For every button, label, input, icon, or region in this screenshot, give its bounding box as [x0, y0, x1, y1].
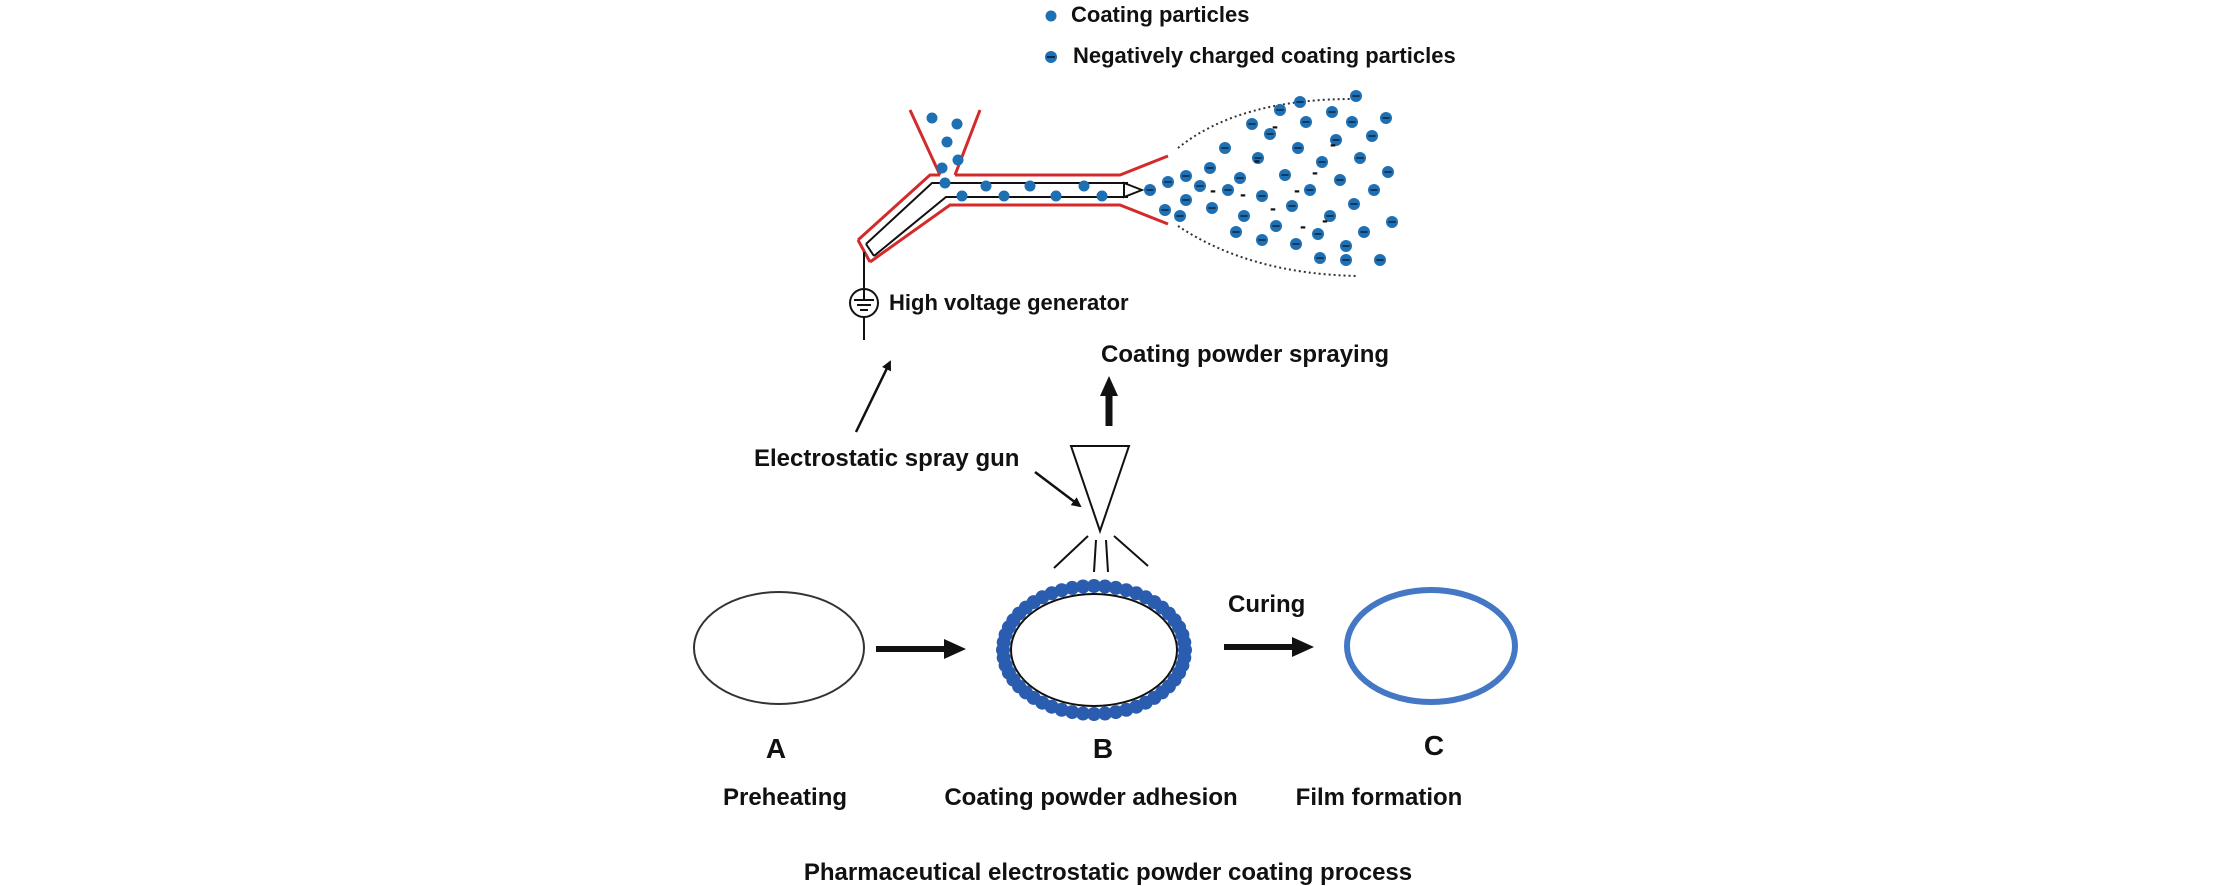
cloud-particles: ----------	[1144, 90, 1398, 266]
inner-channel-upper	[865, 182, 1128, 245]
generator-label: High voltage generator	[889, 290, 1129, 315]
legend-plain-particle-marker	[1045, 10, 1057, 22]
stage-b-letter: B	[1092, 733, 1114, 764]
gun-body-lower-outline	[869, 203, 1169, 264]
coating-particle	[926, 112, 938, 124]
coating-particle	[980, 180, 992, 192]
charge-symbol: -	[1300, 216, 1306, 236]
coating-particle	[1096, 190, 1108, 202]
legend-markers	[1045, 10, 1057, 63]
adhered-particle	[1076, 706, 1090, 721]
adhered-particle	[1108, 580, 1123, 595]
nozzle-tip	[1123, 181, 1145, 199]
charge-symbol: -	[1270, 198, 1276, 218]
legend-label-charged-particles: Negatively charged coating particles	[1073, 43, 1456, 68]
charge-symbol: -	[1240, 184, 1246, 204]
charge-symbol: -	[1330, 134, 1336, 154]
hopper-left-wall	[908, 109, 942, 176]
adhered-particle	[1087, 579, 1101, 593]
spray-cloud-outline	[1177, 97, 1359, 277]
coating-particle	[939, 177, 951, 189]
adhered-particle	[1076, 579, 1090, 594]
adhered-particle	[1177, 635, 1192, 650]
spray-gun-detail: ----------	[849, 90, 1398, 340]
spraying-label: Coating powder spraying	[1101, 341, 1390, 368]
stage-a-name: Preheating	[722, 784, 848, 811]
coating-particle	[941, 136, 953, 148]
adhered-particle	[1054, 583, 1069, 598]
gun-body-upper-outline	[856, 173, 940, 242]
legend-label-coating-particles: Coating particles	[1071, 2, 1250, 27]
coating-particle	[956, 190, 968, 202]
charge-symbol: -	[1272, 116, 1278, 136]
tablet-b-with-powder	[996, 579, 1192, 721]
tablet-c-film	[1344, 587, 1518, 705]
stage-b-name: Coating powder adhesion	[944, 784, 1238, 811]
coating-particle	[1050, 190, 1062, 202]
spraying-arrow	[1100, 376, 1118, 426]
coating-particle	[951, 118, 963, 130]
coating-particle	[952, 154, 964, 166]
spray-gun-cone	[1053, 445, 1149, 573]
stage-c-name: Film formation	[1295, 784, 1463, 811]
barrel-particles	[956, 180, 1108, 202]
arrow-to-spray-gun	[1034, 471, 1082, 508]
hopper-particles	[926, 112, 964, 189]
charge-symbol: -	[1322, 210, 1328, 230]
charge-symbol: -	[1294, 180, 1300, 200]
arrow-to-gun-detail	[854, 360, 892, 433]
coating-particle	[936, 162, 948, 174]
inner-channel-lower	[873, 196, 1128, 257]
adhered-particle	[1065, 705, 1080, 720]
charge-symbol: -	[1210, 180, 1216, 200]
curing-label: Curing	[1228, 591, 1306, 618]
gun-body-upper-barrel	[955, 154, 1169, 177]
coating-particle	[1024, 180, 1036, 192]
charge-symbol: -	[1312, 162, 1318, 182]
adhered-particle	[1119, 702, 1134, 717]
ground-symbol-icon	[849, 288, 879, 340]
adhered-particle	[1108, 705, 1123, 720]
coating-particle	[1078, 180, 1090, 192]
tablet-a-preheated	[693, 591, 865, 705]
adhered-particle	[1065, 580, 1080, 595]
adhered-particle	[1098, 579, 1112, 594]
arrow-b-to-c	[1224, 637, 1314, 657]
arrow-a-to-b	[876, 639, 966, 659]
diagram-title: Pharmaceutical electrostatic powder coat…	[803, 859, 1413, 886]
adhered-particle	[1087, 707, 1101, 721]
charge-symbol: -	[1254, 150, 1260, 170]
adhered-particle	[1098, 706, 1112, 721]
coating-particle	[998, 190, 1010, 202]
stage-c-letter: C	[1423, 730, 1445, 761]
adhered-particles	[996, 579, 1192, 721]
legend-charged-particle-marker	[1045, 51, 1057, 63]
stage-a-letter: A	[765, 733, 787, 764]
spray-gun-label: Electrostatic spray gun	[754, 445, 1020, 472]
